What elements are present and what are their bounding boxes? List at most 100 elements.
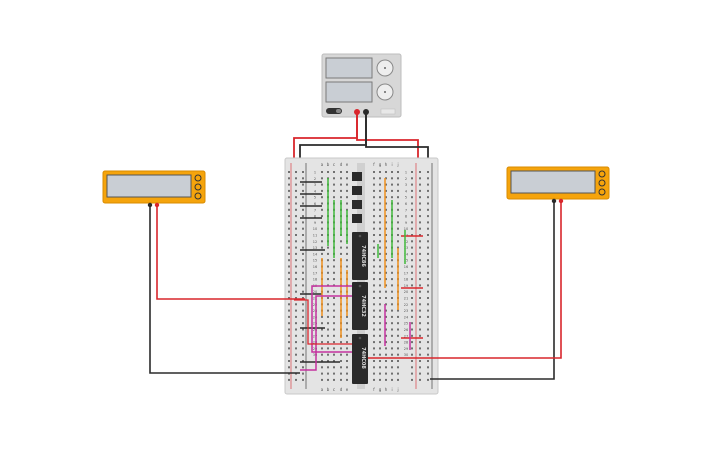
breadboard-hole[interactable] (379, 196, 381, 199)
breadboard-hole[interactable] (391, 347, 393, 350)
breadboard-hole[interactable] (288, 208, 290, 211)
breadboard-hole[interactable] (419, 378, 421, 381)
breadboard-hole[interactable] (333, 303, 335, 306)
breadboard-hole[interactable] (346, 252, 348, 255)
breadboard-hole[interactable] (373, 246, 375, 249)
breadboard-hole[interactable] (373, 208, 375, 211)
breadboard-hole[interactable] (327, 360, 329, 362)
breadboard-hole[interactable] (373, 215, 375, 218)
breadboard-hole[interactable] (302, 328, 304, 331)
breadboard-hole[interactable] (427, 271, 429, 274)
breadboard-hole[interactable] (288, 297, 290, 299)
breadboard-hole[interactable] (333, 196, 335, 199)
breadboard-hole[interactable] (346, 202, 348, 205)
breadboard-hole[interactable] (379, 171, 381, 173)
breadboard-hole[interactable] (379, 322, 381, 325)
breadboard-hole[interactable] (373, 309, 375, 312)
ic-74hc86[interactable]: 74HC86 (352, 232, 368, 280)
breadboard-hole[interactable] (321, 322, 323, 325)
breadboard-hole[interactable] (288, 234, 290, 236)
breadboard-hole[interactable] (333, 353, 335, 356)
breadboard-hole[interactable] (427, 290, 429, 293)
breadboard-hole[interactable] (379, 240, 381, 243)
breadboard-hole[interactable] (321, 353, 323, 356)
breadboard-hole[interactable] (397, 353, 399, 356)
breadboard-hole[interactable] (419, 246, 421, 249)
breadboard-hole[interactable] (321, 378, 323, 381)
breadboard-hole[interactable] (379, 309, 381, 312)
breadboard-hole[interactable] (427, 341, 429, 344)
breadboard-hole[interactable] (321, 221, 323, 224)
breadboard-hole[interactable] (288, 215, 290, 218)
breadboard-hole[interactable] (391, 372, 393, 375)
breadboard-hole[interactable] (333, 290, 335, 293)
breadboard-hole[interactable] (321, 360, 323, 362)
breadboard-hole[interactable] (321, 315, 323, 318)
breadboard-hole[interactable] (321, 246, 323, 249)
breadboard-hole[interactable] (295, 252, 297, 255)
breadboard-hole[interactable] (373, 221, 375, 224)
breadboard-hole[interactable] (427, 284, 429, 287)
breadboard-hole[interactable] (295, 215, 297, 218)
breadboard-hole[interactable] (419, 322, 421, 325)
breadboard-hole[interactable] (397, 347, 399, 350)
breadboard-hole[interactable] (373, 227, 375, 230)
breadboard-hole[interactable] (295, 334, 297, 337)
breadboard-hole[interactable] (302, 347, 304, 350)
breadboard-hole[interactable] (391, 378, 393, 381)
breadboard-hole[interactable] (411, 309, 413, 312)
breadboard-hole[interactable] (346, 208, 348, 211)
breadboard-hole[interactable] (340, 347, 342, 350)
breadboard-hole[interactable] (295, 284, 297, 287)
breadboard-hole[interactable] (411, 360, 413, 362)
breadboard-hole[interactable] (333, 315, 335, 318)
breadboard-hole[interactable] (288, 278, 290, 281)
breadboard-hole[interactable] (288, 303, 290, 306)
breadboard-hole[interactable] (385, 353, 387, 356)
breadboard-hole[interactable] (379, 265, 381, 268)
breadboard-hole[interactable] (385, 240, 387, 243)
breadboard-hole[interactable] (321, 347, 323, 350)
breadboard-hole[interactable] (427, 309, 429, 312)
breadboard-hole[interactable] (327, 290, 329, 293)
breadboard-hole[interactable] (295, 221, 297, 224)
breadboard-hole[interactable] (302, 221, 304, 224)
breadboard-hole[interactable] (327, 366, 329, 369)
breadboard-hole[interactable] (419, 271, 421, 274)
breadboard-hole[interactable] (340, 341, 342, 344)
breadboard-hole[interactable] (302, 322, 304, 325)
breadboard-hole[interactable] (411, 265, 413, 268)
breadboard-hole[interactable] (302, 252, 304, 255)
breadboard-hole[interactable] (373, 177, 375, 180)
breadboard-hole[interactable] (333, 278, 335, 281)
breadboard-hole[interactable] (321, 208, 323, 211)
breadboard-hole[interactable] (419, 366, 421, 369)
breadboard-hole[interactable] (333, 183, 335, 186)
breadboard-hole[interactable] (340, 183, 342, 186)
breadboard-hole[interactable] (397, 246, 399, 249)
breadboard-hole[interactable] (391, 196, 393, 199)
breadboard-hole[interactable] (397, 215, 399, 218)
breadboard-hole[interactable] (321, 177, 323, 180)
breadboard-hole[interactable] (302, 315, 304, 318)
breadboard-hole[interactable] (295, 378, 297, 381)
breadboard-hole[interactable] (427, 360, 429, 362)
breadboard-hole[interactable] (373, 240, 375, 243)
breadboard-hole[interactable] (411, 347, 413, 350)
breadboard-hole[interactable] (295, 208, 297, 211)
breadboard-hole[interactable] (321, 202, 323, 205)
breadboard-hole[interactable] (288, 202, 290, 205)
breadboard-hole[interactable] (385, 290, 387, 293)
breadboard-hole[interactable] (295, 196, 297, 199)
breadboard-hole[interactable] (340, 353, 342, 356)
breadboard-hole[interactable] (397, 196, 399, 199)
breadboard-hole[interactable] (397, 202, 399, 205)
breadboard-hole[interactable] (295, 234, 297, 236)
breadboard-hole[interactable] (385, 315, 387, 318)
breadboard-hole[interactable] (302, 271, 304, 274)
breadboard-hole[interactable] (385, 259, 387, 262)
breadboard-hole[interactable] (302, 303, 304, 306)
breadboard-hole[interactable] (397, 234, 399, 236)
breadboard-hole[interactable] (288, 183, 290, 186)
breadboard-hole[interactable] (373, 360, 375, 362)
